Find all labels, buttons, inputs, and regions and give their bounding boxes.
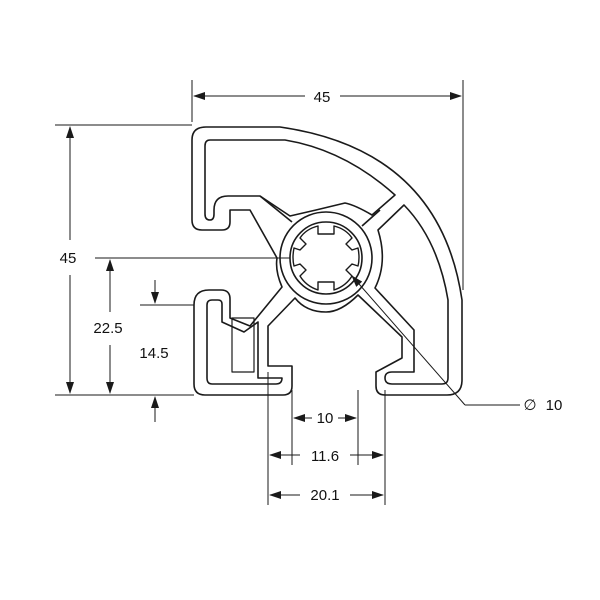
profile-lower-cavity — [206, 299, 283, 385]
core-tube-inner — [289, 221, 363, 295]
profile-web-upper — [259, 195, 293, 223]
profile-web-right — [361, 209, 381, 227]
extension-lines — [55, 80, 464, 505]
core-splined-bore — [292, 225, 360, 291]
label-core-diameter: 10 — [546, 397, 563, 414]
label-slot-offset: 14.5 — [139, 345, 168, 362]
profile-upper-cavity — [204, 139, 396, 221]
core-tube-outer — [279, 211, 373, 305]
dimension-labels: 45 45 22.5 14.5 ∅ 10 10 11.6 20.1 — [60, 89, 563, 504]
label-overall-height: 45 — [60, 250, 77, 267]
label-slot-opening: 10 — [317, 410, 334, 427]
label-center-height: 22.5 — [93, 320, 122, 337]
profile-lower-rib — [231, 317, 255, 373]
dimension-lines — [66, 92, 520, 499]
label-overall-width: 45 — [314, 89, 331, 106]
label-slot-width: 11.6 — [311, 448, 339, 465]
label-diameter-symbol: ∅ — [523, 397, 536, 414]
dim-diameter-leader — [351, 275, 466, 406]
label-slot-outer: 20.1 — [310, 487, 339, 504]
profile-outer-contour — [191, 126, 463, 396]
profile-right-cavity — [374, 204, 449, 385]
